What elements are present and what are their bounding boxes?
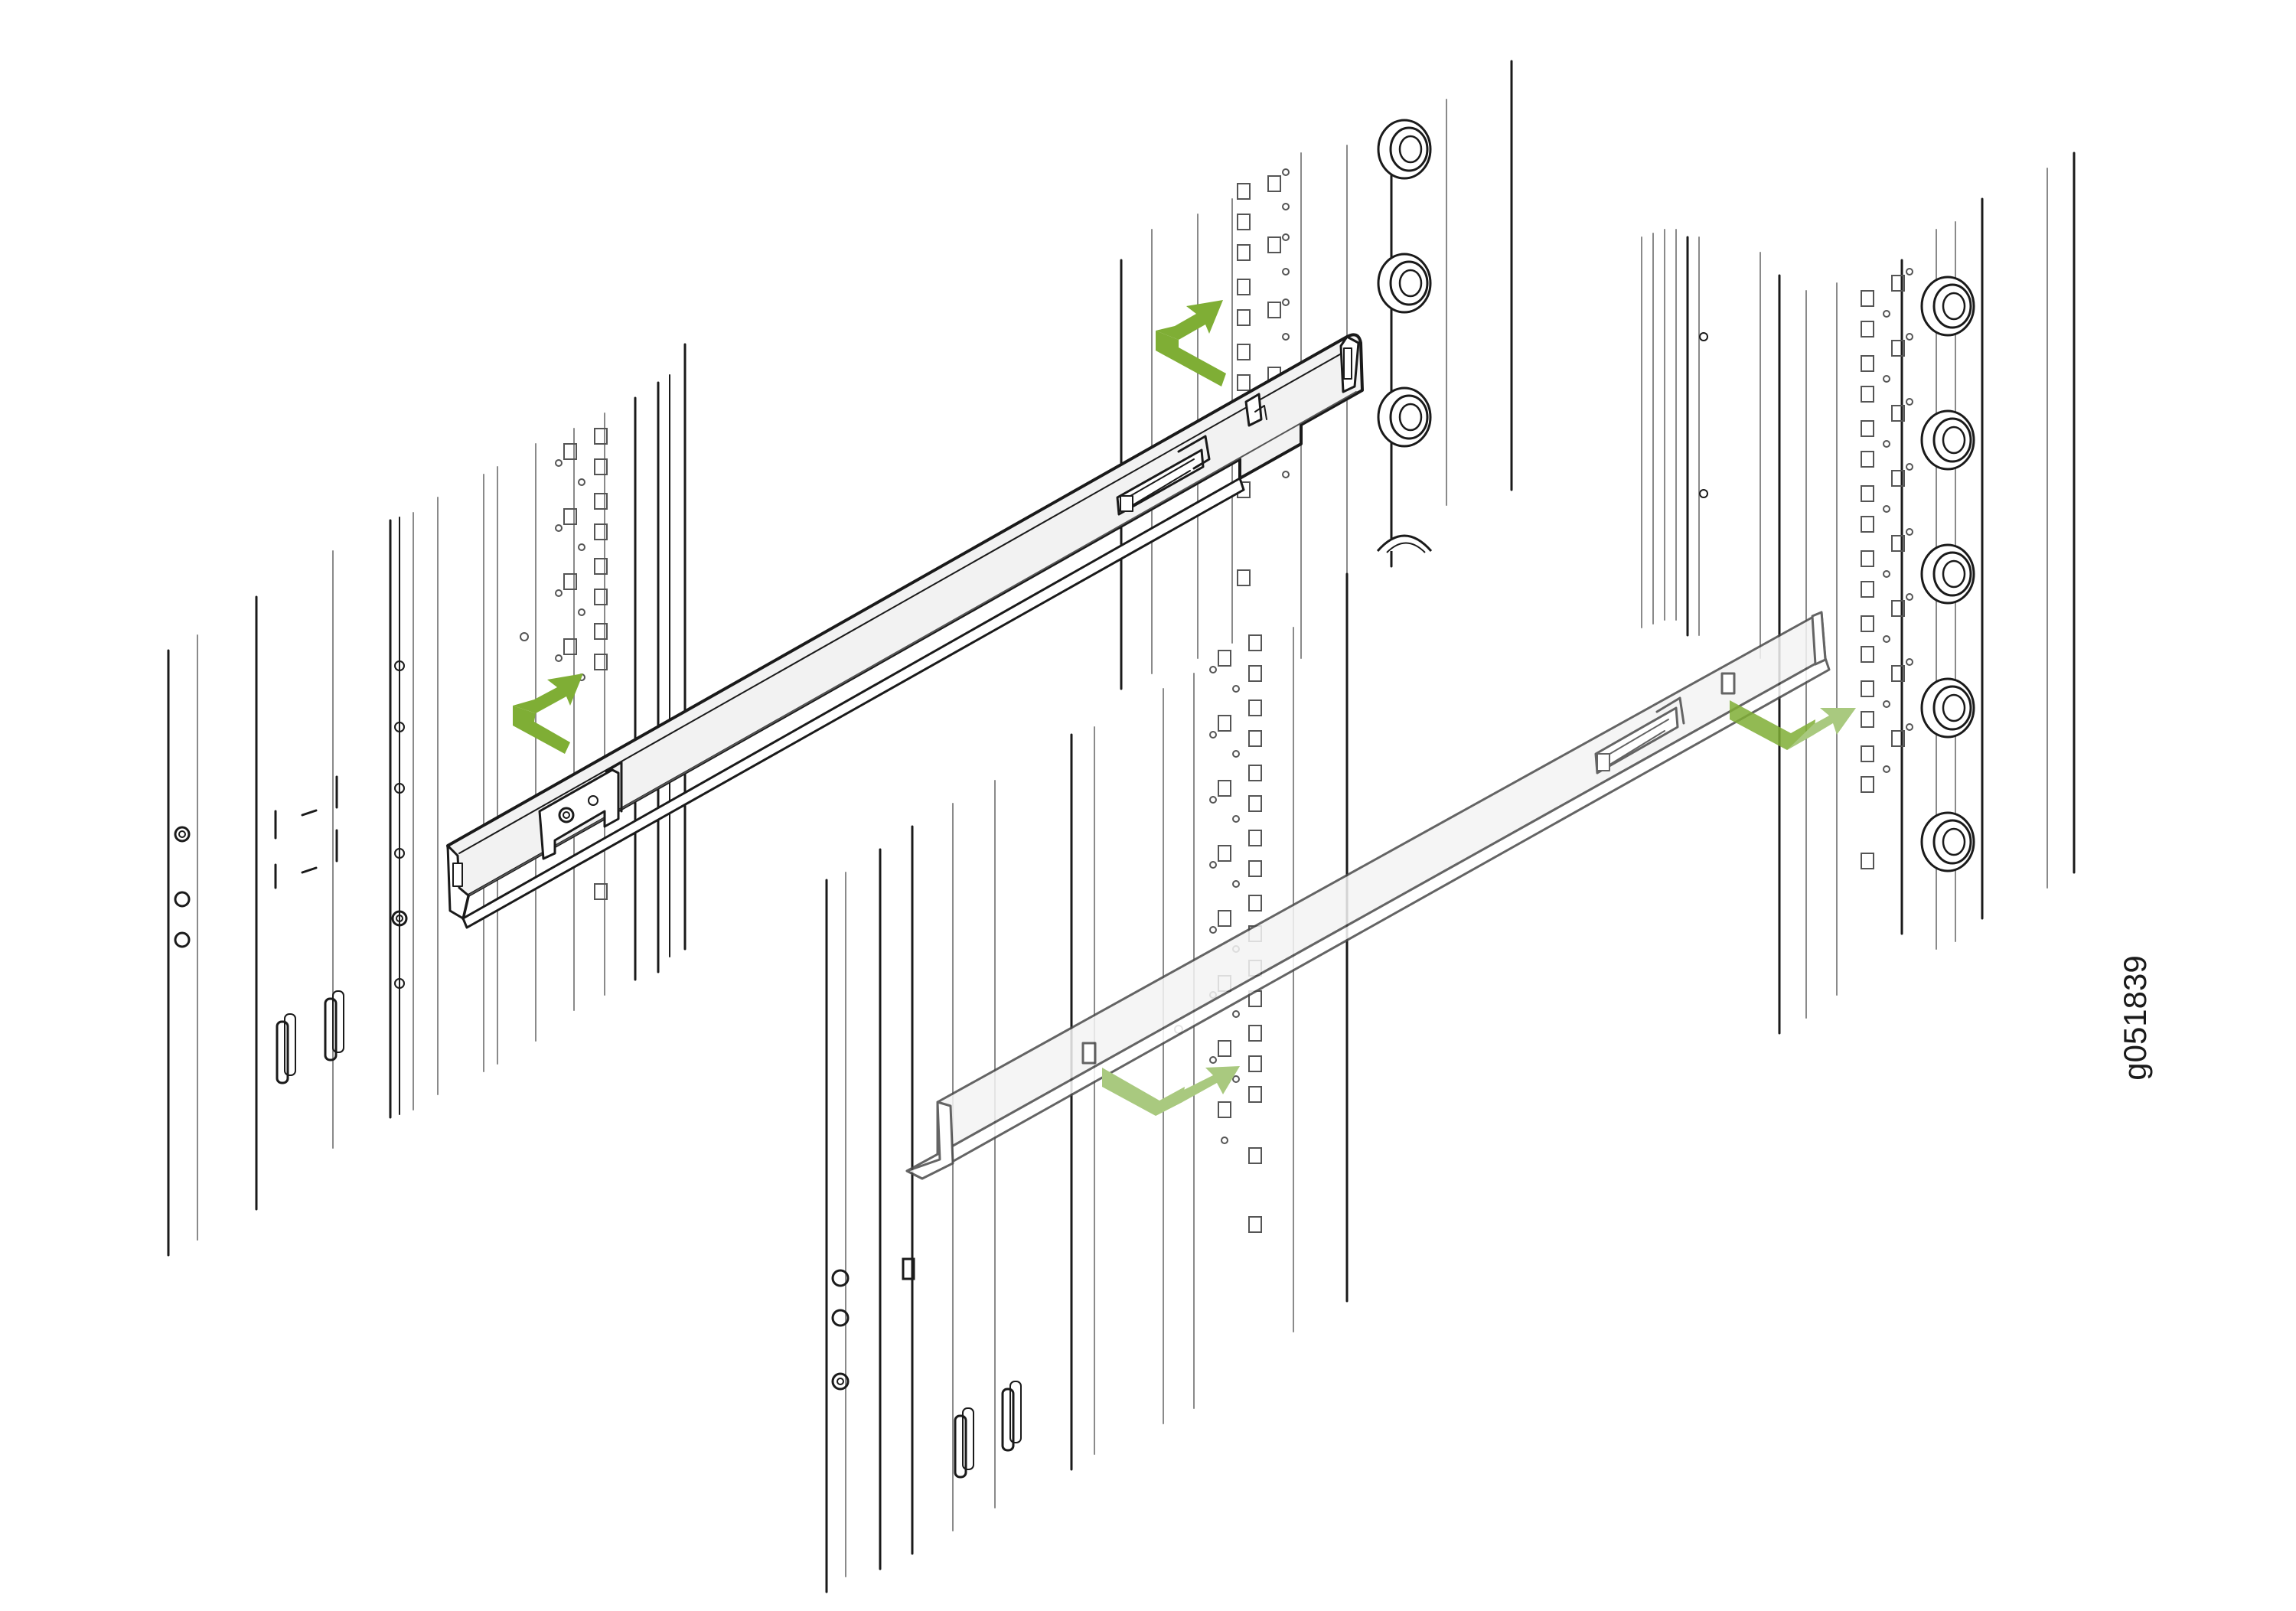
insertion-arrow-rear-right [1730,700,1856,750]
front-left-rack-post [167,343,687,1257]
left-mounting-rail [446,333,1364,929]
rear-right-rack-post [1641,152,2076,1035]
front-right-rack-post [825,572,1349,1593]
cage-nut [1920,276,1975,872]
insertion-arrow-front-left [513,673,583,754]
cage-nut [1376,119,1433,553]
front-left-hole-column [520,428,608,900]
figure-id-label: g051839 [2117,955,2153,1081]
right-mounting-rail [905,611,1831,1180]
insertion-arrow-rear-left [1156,300,1226,386]
rear-right-hole-column [1861,268,1913,869]
insertion-arrow-front-right [1102,1066,1240,1116]
